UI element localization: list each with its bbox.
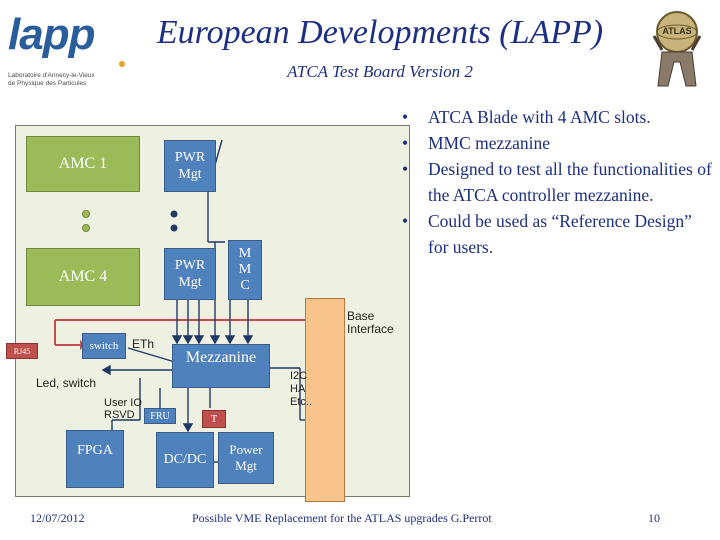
switch-block: switch (82, 333, 126, 359)
bullet-item: •Could be used as “Reference Design” for… (402, 211, 692, 257)
page-number: 10 (648, 511, 660, 525)
bullet-item: •Designed to test all the functionalitie… (402, 159, 712, 205)
rj45-connector: RJ45 (6, 343, 38, 359)
slide-subtitle: ATCA Test Board Version 2 (287, 62, 473, 81)
temperature-block: T (202, 410, 226, 428)
led-switch-label: Led, switch (36, 376, 97, 390)
atlas-logo-text: ATLAS (662, 26, 692, 36)
bullet-list: •ATCA Blade with 4 AMC slots. •MMC mezza… (402, 104, 712, 260)
eth-label: ETh (132, 337, 155, 351)
logo-subtitle: Laboratoire d'Annecy-le-Vieux de Physiqu… (8, 72, 95, 87)
slide-title: European Developments (LAPP) (156, 14, 604, 51)
footer-date: 12/07/2012 (30, 511, 85, 525)
fru-block: FRU (144, 408, 176, 424)
atlas-logo: ATLAS (644, 6, 710, 92)
footer-caption: Possible VME Replacement for the ATLAS u… (192, 511, 492, 525)
fpga-block: FPGA (66, 430, 124, 488)
amc1-slot: AMC 1 (26, 136, 140, 192)
logo-word: lapp (8, 10, 95, 59)
bullet-item: •MMC mezzanine (402, 133, 550, 153)
mezzanine-block: Mezzanine (172, 344, 270, 388)
base-interface-connector (305, 298, 345, 502)
bullet-item: •ATCA Blade with 4 AMC slots. (402, 107, 651, 127)
dcdc-block: DC/DC (156, 432, 214, 488)
lapp-logo (8, 10, 130, 90)
amc4-slot: AMC 4 (26, 248, 140, 306)
